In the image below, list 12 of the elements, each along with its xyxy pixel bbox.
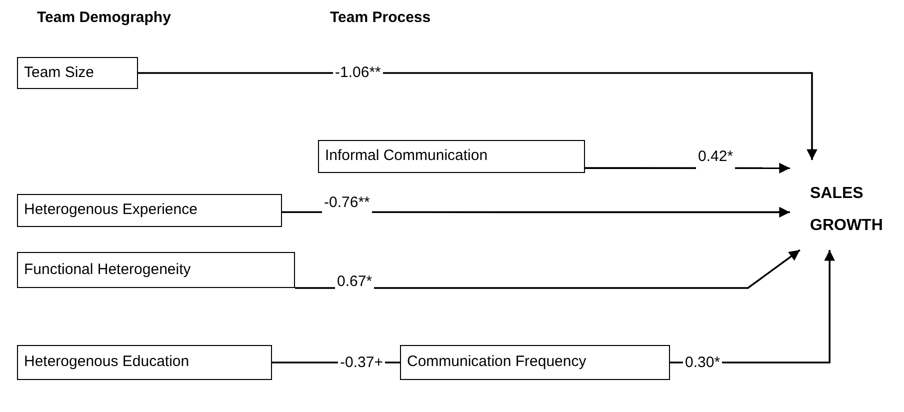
variable-label: Informal Communication — [325, 146, 488, 166]
outcome-label: SALES GROWTH — [810, 184, 880, 236]
arrow — [282, 206, 790, 218]
column-heading: Team Demography — [37, 8, 171, 28]
column-heading: Team Process — [330, 8, 431, 28]
variable-label: Functional Heterogeneity — [24, 260, 191, 280]
variable-label: Heterogenous Experience — [24, 200, 198, 220]
arrow — [138, 72, 818, 160]
variable-label: Heterogenous Education — [24, 352, 190, 372]
variable-label: Team Size — [24, 62, 94, 83]
arrow — [295, 249, 800, 289]
variable-label: Communication Frequency — [407, 352, 586, 372]
